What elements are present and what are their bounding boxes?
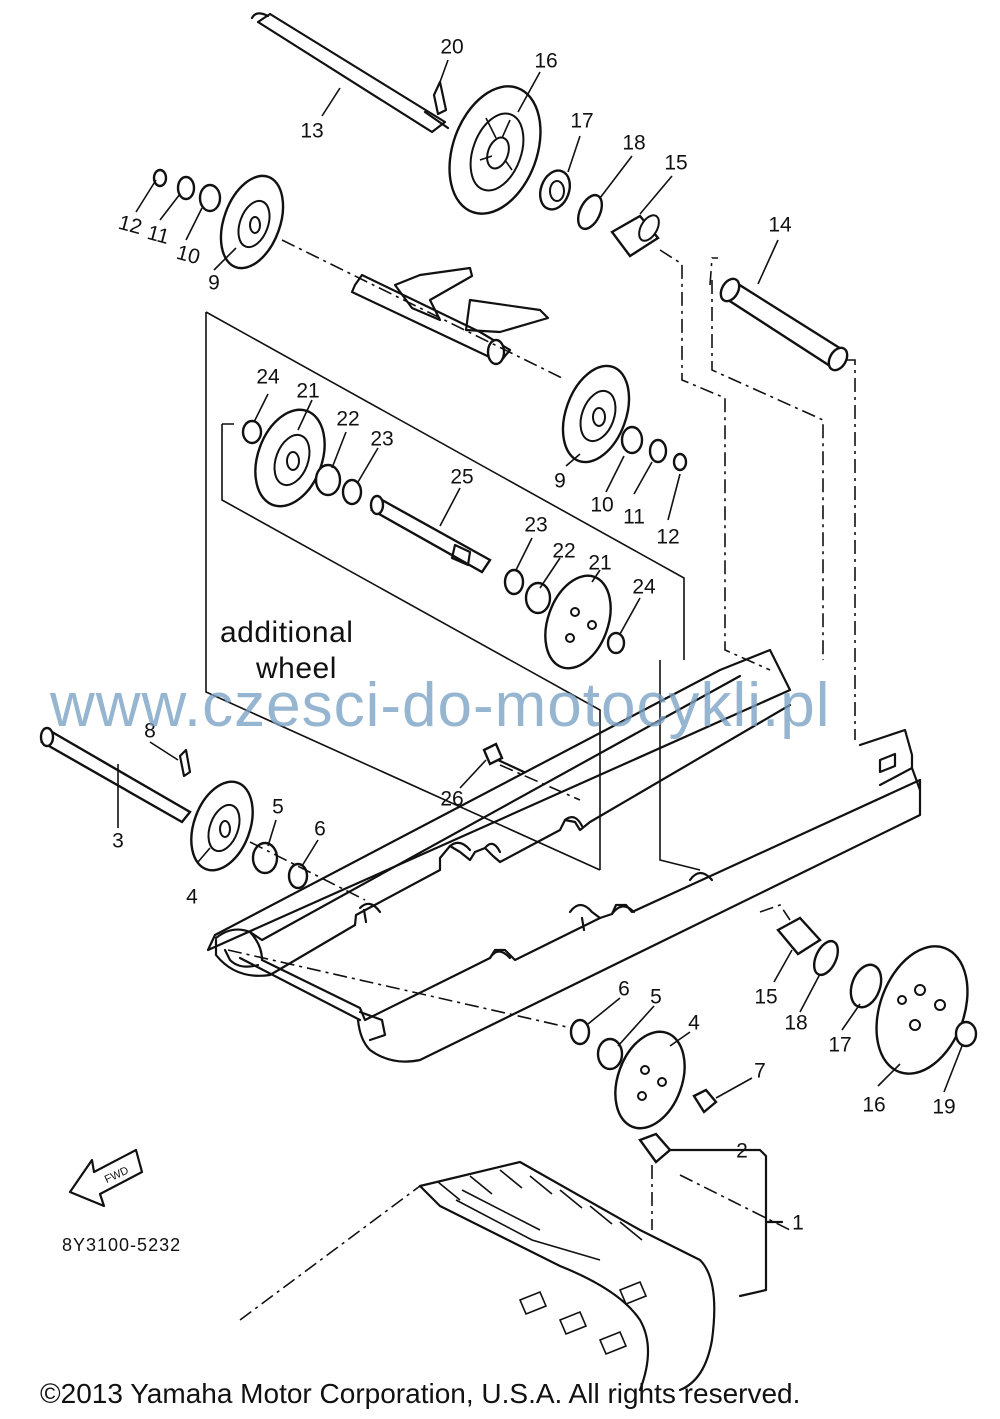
callout-12b: 12 bbox=[656, 526, 679, 549]
upper-right-idler bbox=[561, 364, 688, 472]
callout-12: 12 bbox=[116, 211, 145, 239]
callout-5b: 5 bbox=[650, 986, 662, 1009]
rear-axle-assembly bbox=[250, 12, 660, 258]
callout-16b: 16 bbox=[862, 1094, 885, 1117]
upper-left-idler bbox=[152, 168, 285, 270]
callout-9b: 9 bbox=[554, 470, 566, 493]
callout-4b: 4 bbox=[688, 1012, 700, 1035]
callout-20: 20 bbox=[440, 36, 463, 59]
callout-21: 21 bbox=[296, 380, 319, 403]
callout-23b: 23 bbox=[524, 514, 547, 537]
watermark-url: www.czesci-do-motocykli.pl bbox=[50, 671, 831, 740]
callout-14: 14 bbox=[768, 214, 792, 237]
axis-line-b bbox=[659, 249, 771, 671]
axis-line-c bbox=[711, 280, 824, 660]
front-idler-assembly bbox=[39, 726, 526, 890]
callout-17b: 17 bbox=[828, 1034, 851, 1057]
axis-line-a bbox=[281, 239, 563, 379]
additional-wheel-frame bbox=[205, 312, 601, 871]
cross-shaft bbox=[719, 277, 849, 372]
leader-lines bbox=[117, 59, 963, 1099]
copyright-notice: ©2013 Yamaha Motor Corporation, U.S.A. A… bbox=[40, 1378, 801, 1409]
callout-9: 9 bbox=[208, 272, 220, 295]
drawing-code: 8Y3100-5232 bbox=[62, 1235, 182, 1255]
callout-24: 24 bbox=[256, 366, 280, 389]
callout-26: 26 bbox=[440, 788, 463, 811]
callout-4: 4 bbox=[186, 886, 198, 909]
callout-25: 25 bbox=[450, 466, 473, 489]
callout-22: 22 bbox=[336, 408, 359, 431]
callout-labels: 20 16 13 17 18 15 12 11 10 9 14 24 21 22… bbox=[112, 36, 956, 1235]
axis-line-d bbox=[709, 257, 718, 286]
suspension-frame bbox=[350, 266, 550, 366]
callout-17: 17 bbox=[570, 110, 593, 133]
callout-2: 2 bbox=[736, 1140, 748, 1163]
callout-13: 13 bbox=[300, 120, 323, 143]
axis-line-h bbox=[227, 949, 581, 1031]
callout-16: 16 bbox=[534, 50, 557, 73]
callout-19: 19 bbox=[932, 1096, 955, 1119]
callout-1: 1 bbox=[792, 1212, 804, 1235]
fwd-label: FWD bbox=[103, 1165, 131, 1186]
callout-22b: 22 bbox=[552, 540, 575, 563]
track-assembly bbox=[239, 1132, 791, 1392]
callout-6: 6 bbox=[314, 818, 326, 841]
callout-11: 11 bbox=[145, 221, 172, 249]
callout-18b: 18 bbox=[784, 1012, 807, 1035]
slide-rails bbox=[206, 648, 922, 1063]
callout-15: 15 bbox=[664, 152, 687, 175]
callout-18: 18 bbox=[622, 132, 645, 155]
callout-23: 23 bbox=[370, 428, 393, 451]
callout-6b: 6 bbox=[618, 978, 630, 1001]
additional-wheel-note-line1: additional bbox=[220, 616, 354, 649]
callout-7: 7 bbox=[754, 1060, 766, 1083]
axis-line-e bbox=[846, 359, 856, 740]
callout-3: 3 bbox=[112, 830, 124, 853]
callout-21b: 21 bbox=[588, 552, 611, 575]
callout-11b: 11 bbox=[623, 506, 645, 529]
additional-wheel-note-line2: wheel bbox=[256, 652, 337, 685]
callout-15b: 15 bbox=[754, 986, 777, 1009]
axis-line-f bbox=[249, 841, 366, 901]
fwd-arrow-icon: FWD bbox=[68, 1148, 144, 1208]
callout-24b: 24 bbox=[632, 576, 656, 599]
callout-10: 10 bbox=[174, 241, 203, 269]
callout-5: 5 bbox=[272, 796, 284, 819]
callout-8: 8 bbox=[144, 720, 156, 743]
lower-right-wheel-assembly bbox=[569, 904, 978, 1130]
additional-wheel-assembly bbox=[241, 408, 626, 670]
callout-10b: 10 bbox=[590, 494, 613, 517]
